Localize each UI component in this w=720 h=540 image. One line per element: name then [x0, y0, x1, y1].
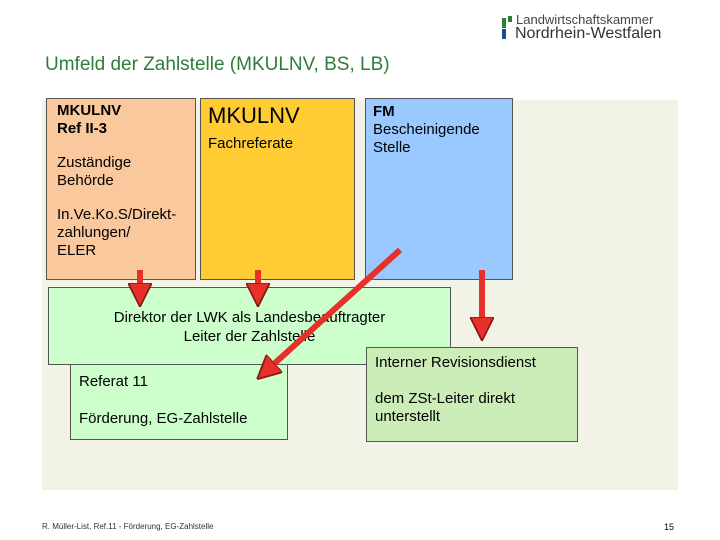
- ref2-line6: zahlungen/: [57, 224, 131, 241]
- ref2-line1: MKULNV: [57, 102, 122, 119]
- mkulnv-subtitle: Fachreferate: [208, 135, 294, 152]
- revision-line3: unterstellt: [375, 408, 441, 425]
- lwk-logo-icon: [502, 16, 512, 39]
- ref2-box: MKULNV Ref II-3 Zuständige Behörde In.Ve…: [46, 98, 196, 280]
- ref2-line7: ELER: [57, 242, 97, 259]
- logo-line2: Nordrhein-Westfalen: [515, 25, 662, 42]
- director-line1: Direktor der LWK als Landesbeauftragter: [113, 309, 386, 326]
- referat-box: Referat 11 Förderung, EG-Zahlstelle: [70, 364, 288, 440]
- ref2-line2: Ref II-3: [57, 120, 108, 137]
- page-number: 15: [664, 522, 675, 532]
- fm-box: FM Bescheinigende Stelle: [365, 98, 513, 280]
- revision-box: Interner Revisionsdienst dem ZSt-Leiter …: [366, 347, 578, 442]
- referat-line2: Förderung, EG-Zahlstelle: [79, 410, 248, 427]
- referat-line1: Referat 11: [79, 373, 148, 390]
- fm-line1: FM: [373, 103, 395, 120]
- logo-line1: Landwirtschaftskammer: [516, 12, 654, 27]
- fm-line2: Bescheinigende: [373, 121, 480, 138]
- ref2-line5: In.Ve.Ko.S/Direkt-: [57, 206, 177, 223]
- director-line2: Leiter der Zahlstelle: [183, 328, 316, 345]
- ref2-line4: Behörde: [57, 172, 114, 189]
- revision-line2: dem ZSt-Leiter direkt: [375, 390, 516, 407]
- ref2-line3: Zuständige: [57, 154, 132, 171]
- revision-line1: Interner Revisionsdienst: [375, 354, 536, 371]
- page-title: Umfeld der Zahlstelle (MKULNV, BS, LB): [45, 54, 390, 75]
- mkulnv-box: MKULNV Fachreferate: [200, 98, 355, 280]
- footer-text: R. Müller-List, Ref.11 - Förderung, EG-Z…: [42, 522, 214, 531]
- mkulnv-title: MKULNV: [208, 103, 300, 128]
- fm-line3: Stelle: [373, 139, 411, 156]
